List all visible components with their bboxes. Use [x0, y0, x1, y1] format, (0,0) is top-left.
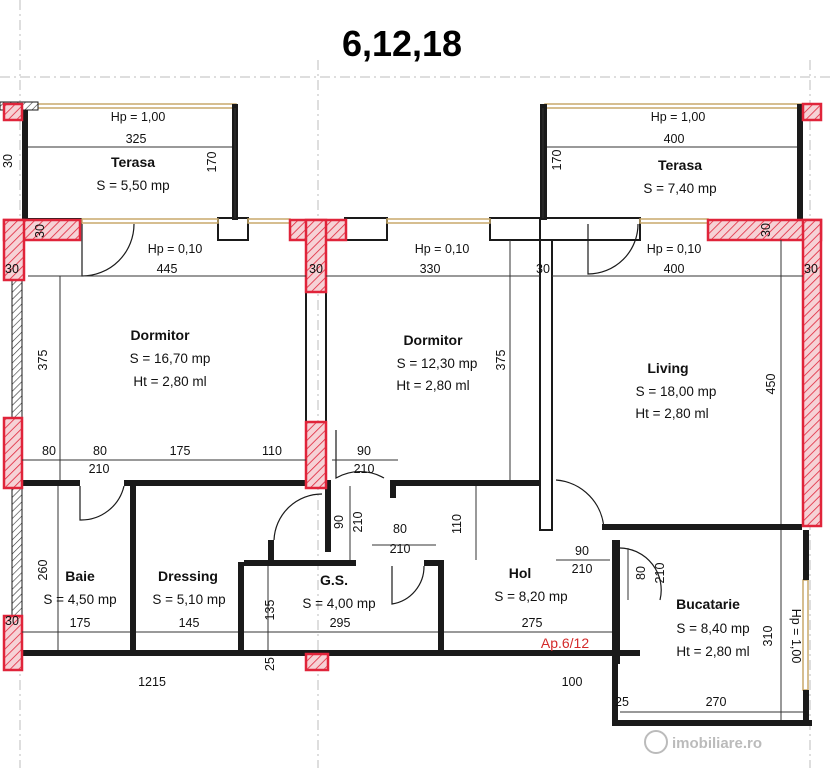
dim-v210: 210: [351, 512, 365, 533]
dim-r210b: 210: [354, 462, 375, 476]
dim-h-buc: 310: [761, 626, 775, 647]
structural-pillars: [2, 102, 823, 672]
dim-v210b: 210: [653, 563, 667, 584]
room-name-dormitor-2: Dormitor: [403, 332, 463, 348]
room-name-baie: Baie: [65, 568, 95, 584]
dim-hp-t2: Hp = 1,00: [651, 110, 706, 124]
room-area-dressing: S = 5,10 mp: [152, 592, 225, 607]
room-area-baie: S = 4,50 mp: [43, 592, 116, 607]
dim-w-d1: 445: [157, 262, 178, 276]
dim-w-gs: 295: [330, 616, 351, 630]
dim-hp-t1: Hp = 1,00: [111, 110, 166, 124]
dim-hp-w2: Hp = 0,10: [415, 242, 470, 256]
apartment-label: Ap.6/12: [541, 635, 589, 651]
dim-v80: 80: [634, 566, 648, 580]
dim-hp-w3: Hp = 0,10: [647, 242, 702, 256]
dim-s-t1-b: 30: [33, 224, 47, 238]
facade-windows: [81, 218, 709, 224]
dim-v90: 90: [332, 515, 346, 529]
room-height-dormitor-1: Ht = 2,80 ml: [133, 374, 206, 389]
dim-s-c: 30: [536, 262, 550, 276]
dim-h-lv: 450: [764, 374, 778, 395]
room-area-terasa-right: S = 7,40 mp: [643, 181, 716, 196]
room-height-bucatarie: Ht = 2,80 ml: [676, 644, 749, 659]
dim-hp-buc: Hp = 1,00: [789, 609, 803, 664]
dim-w-t2: 400: [664, 132, 685, 146]
watermark-logo-icon: [644, 730, 668, 754]
dim-h-t1: 170: [205, 152, 219, 173]
room-name-bucatarie: Bucatarie: [676, 596, 740, 612]
watermark-text: imobiliare.ro: [672, 735, 762, 752]
room-name-gs: G.S.: [320, 572, 348, 588]
room-height-living: Ht = 2,80 ml: [635, 406, 708, 421]
dim-r175: 175: [170, 444, 191, 458]
door-swings: [79, 223, 662, 605]
dim-b100: 100: [562, 675, 583, 689]
room-area-terasa-left: S = 5,50 mp: [96, 178, 169, 193]
dim-w-lv: 400: [664, 262, 685, 276]
room-name-terasa-right: Terasa: [658, 157, 702, 173]
room-area-dormitor-2: S = 12,30 mp: [397, 356, 478, 371]
room-area-hol: S = 8,20 mp: [494, 589, 567, 604]
dim-h-baie: 260: [36, 560, 50, 581]
dim-s-e: 30: [5, 614, 19, 628]
dim-r210a: 210: [89, 462, 110, 476]
room-name-dormitor-1: Dormitor: [130, 327, 190, 343]
room-area-dormitor-1: S = 16,70 mp: [130, 351, 211, 366]
room-labels: Terasa S = 5,50 mp Terasa S = 7,40 mp Do…: [43, 154, 749, 659]
dimension-labels: Hp = 1,00 325 170 30 30 Hp = 1,00 400 17…: [1, 110, 818, 709]
dim-w-baie: 175: [70, 616, 91, 630]
dim-w-dres: 145: [179, 616, 200, 630]
dim-s-d: 30: [804, 262, 818, 276]
dim-w-d2: 330: [420, 262, 441, 276]
dim-r90a: 90: [357, 444, 371, 458]
dim-h-d2: 375: [494, 350, 508, 371]
room-name-hol: Hol: [509, 565, 532, 581]
dim-h-gs: 135: [263, 600, 277, 621]
plan-title: 6,12,18: [342, 23, 462, 64]
dim-r210d: 210: [572, 562, 593, 576]
dim-s-b: 30: [309, 262, 323, 276]
dim-r110: 110: [262, 444, 282, 458]
dim-w-t1: 325: [126, 132, 147, 146]
dim-h-d1: 375: [36, 350, 50, 371]
dimension-lines: [22, 108, 803, 720]
room-name-living: Living: [647, 360, 688, 376]
dim-s-g: 25: [615, 695, 629, 709]
dim-hp-w1: Hp = 0,10: [148, 242, 203, 256]
watermark: imobiliare.ro: [644, 730, 762, 754]
room-area-gs: S = 4,00 mp: [302, 596, 375, 611]
dim-w-buc: 270: [706, 695, 727, 709]
dim-r210c: 210: [390, 542, 411, 556]
room-name-terasa-left: Terasa: [111, 154, 155, 170]
room-area-bucatarie: S = 8,40 mp: [676, 621, 749, 636]
dim-s-t1-a: 30: [1, 154, 15, 168]
dim-v110: 110: [450, 514, 464, 534]
dim-s-a: 30: [5, 262, 19, 276]
room-name-dressing: Dressing: [158, 568, 218, 584]
dim-s-t2: 30: [759, 223, 773, 237]
dim-b1215: 1215: [138, 675, 166, 689]
room-area-living: S = 18,00 mp: [636, 384, 717, 399]
dim-w-hol: 275: [522, 616, 543, 630]
dim-r80a: 80: [42, 444, 56, 458]
dim-r90b: 90: [575, 544, 589, 558]
dim-s-f: 25: [263, 657, 277, 671]
dim-h-t2: 170: [550, 150, 564, 171]
room-height-dormitor-2: Ht = 2,80 ml: [396, 378, 469, 393]
dim-r80b: 80: [93, 444, 107, 458]
dim-r80c: 80: [393, 522, 407, 536]
